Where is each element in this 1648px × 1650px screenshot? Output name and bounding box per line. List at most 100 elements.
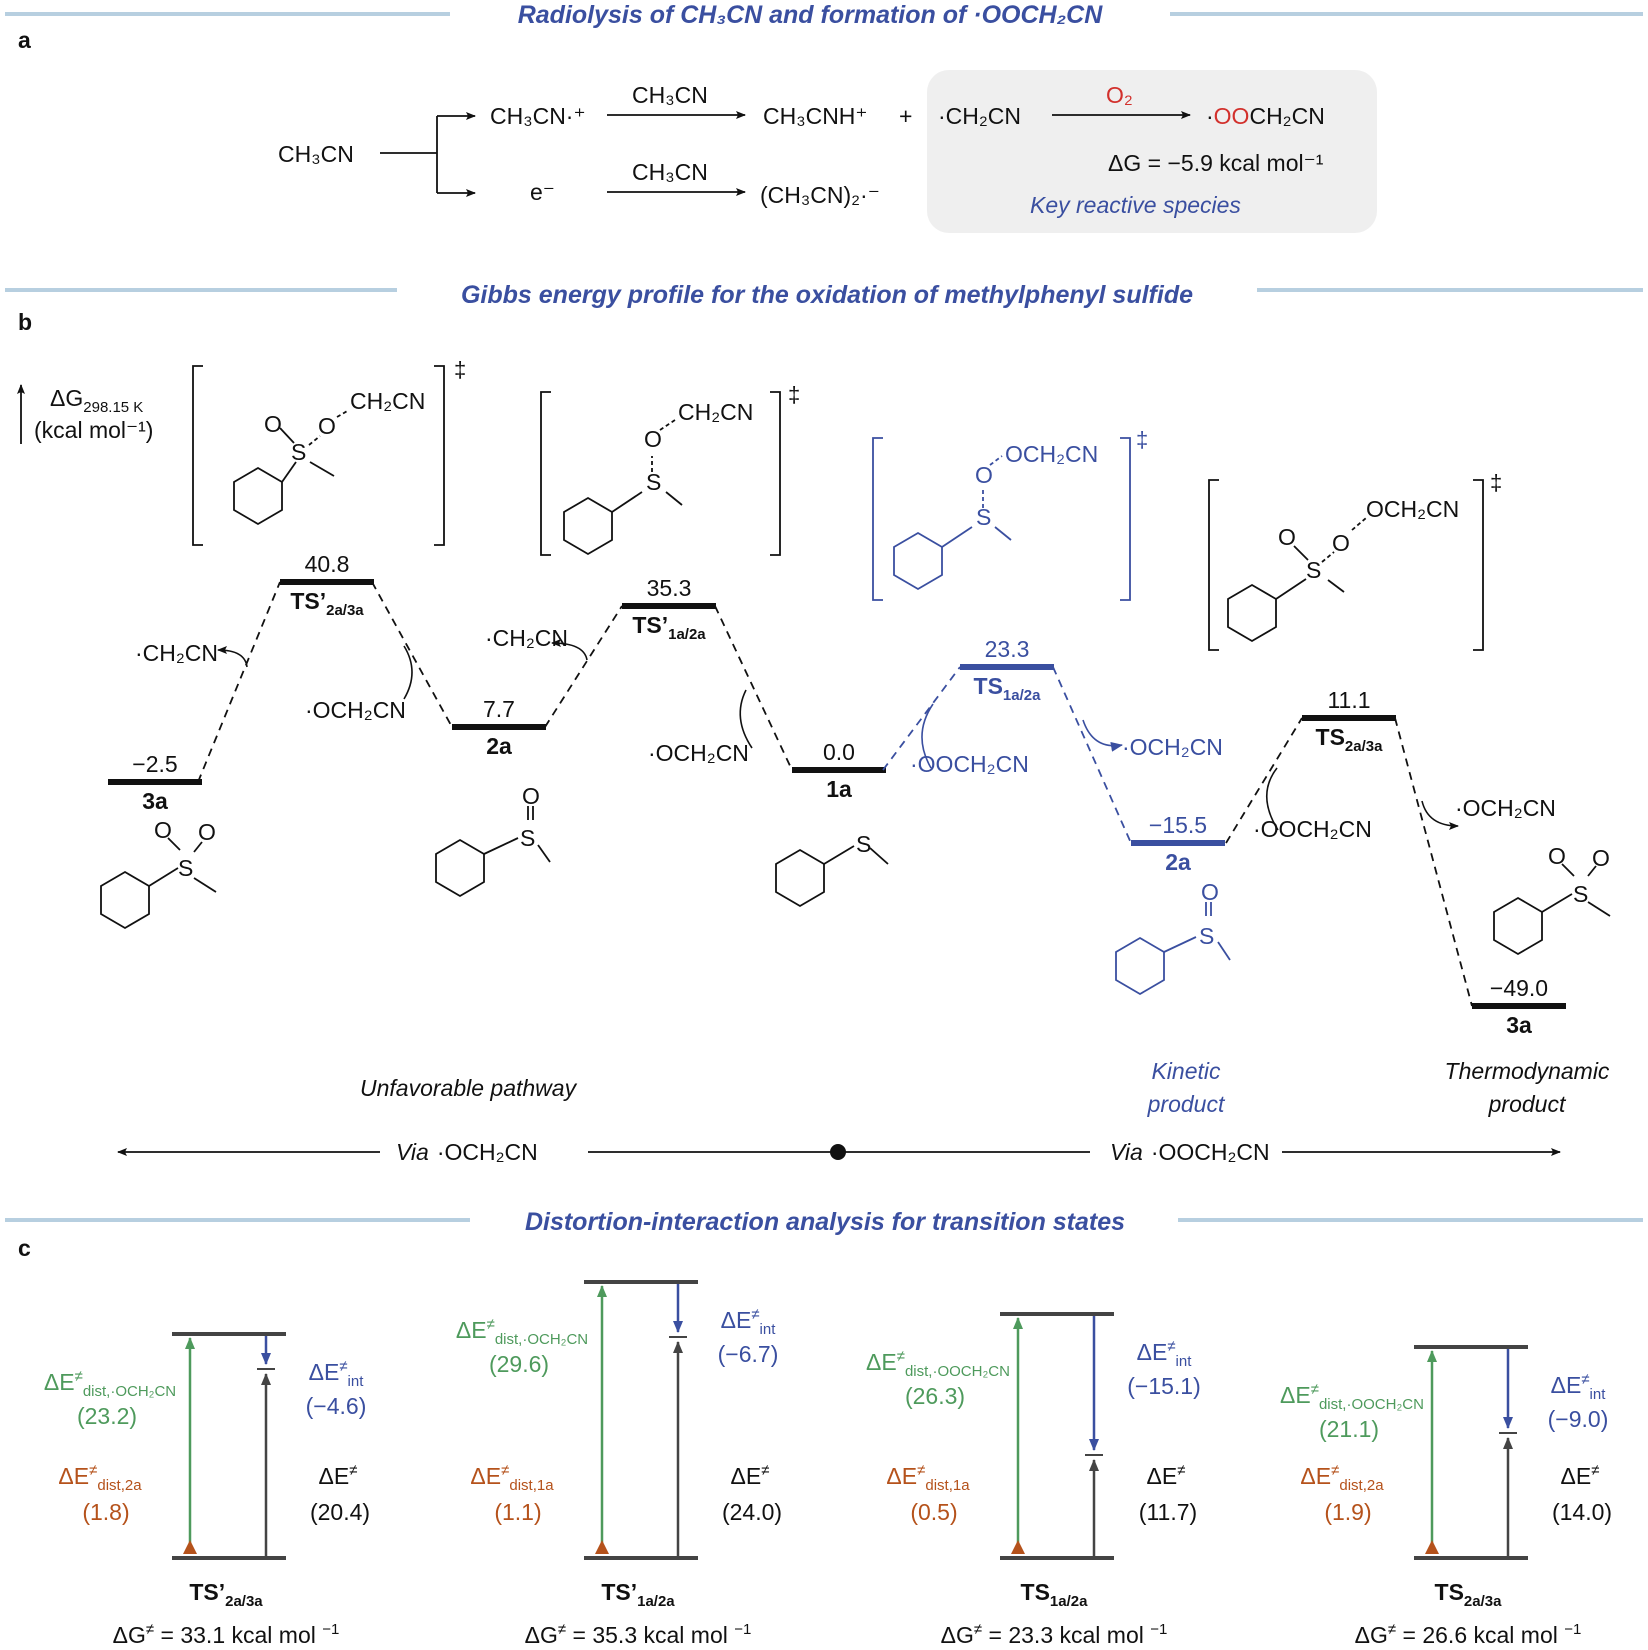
atom-o: O (975, 462, 993, 488)
interaction-label: ΔE≠int (721, 1306, 777, 1338)
bond (989, 455, 1003, 466)
bond (665, 491, 683, 506)
bond (193, 841, 203, 853)
level-value: 40.8 (305, 551, 350, 577)
cyanomethyl-radical-label: ·CH₂CN (938, 103, 1021, 129)
level-name: 2a (1165, 849, 1191, 875)
level-name: TS’2a/3a (290, 588, 364, 619)
ts-dg: ΔG≠ = 33.1 kcal mol −1 (113, 1621, 340, 1648)
level-value: −2.5 (132, 751, 177, 777)
unfavorable-label: Unfavorable pathway (360, 1075, 578, 1101)
kinetic-label-2: product (1147, 1091, 1226, 1117)
level-value: 35.3 (647, 575, 692, 601)
radical-distortion-value: (29.6) (489, 1351, 549, 1377)
ts-dg: ΔG≠ = 26.6 kcal mol −1 (1355, 1621, 1582, 1648)
dagger: ‡ (454, 357, 466, 382)
radical-label: ·OCH₂CN (1122, 734, 1223, 760)
thermo-label: Thermodynamic (1445, 1058, 1610, 1084)
activation-value: (24.0) (722, 1499, 782, 1525)
bond (1327, 579, 1345, 593)
phenyl-ring (563, 496, 613, 556)
level-name: 3a (1506, 1012, 1532, 1038)
via-left-label: Via·OCH₂CN (396, 1139, 538, 1165)
radical-cation-label: CH₃CN·⁺ (490, 103, 586, 129)
bond (309, 461, 335, 477)
level-value: 7.7 (483, 696, 515, 722)
ts-name: TS’1a/2a (601, 1579, 675, 1610)
ts-structure-1 (192, 365, 445, 546)
substrate-distortion-value: (1.8) (82, 1499, 129, 1525)
energy-level-3a_right: −49.0 3a (1472, 975, 1566, 1038)
molecule-sulfide (775, 845, 889, 908)
curved-arrow (551, 639, 588, 661)
bond (483, 837, 519, 855)
ts-name: TS’2a/3a (189, 1579, 263, 1610)
curved-arrow (921, 703, 934, 769)
bond (167, 837, 181, 851)
substrate-distortion-label: ΔE≠dist,2a (58, 1462, 142, 1494)
atom-o: O (198, 819, 216, 845)
interaction-value: (−9.0) (1548, 1406, 1609, 1432)
group-label: CH₂CN (678, 399, 753, 425)
connector (1225, 717, 1303, 844)
bracket-left (1208, 479, 1219, 651)
distortion-column: ΔE≠dist,·OCH₂CN(23.2)ΔE≠int(−4.6)ΔE≠dist… (44, 1332, 370, 1648)
radical-distortion-label: ΔE≠dist,·OOCH₂CN (1280, 1381, 1424, 1413)
bracket-right (1120, 437, 1131, 601)
substrate-distortion-label: ΔE≠dist,1a (886, 1462, 970, 1494)
activation-value: (11.7) (1139, 1499, 1197, 1525)
substrate-distortion-value: (1.9) (1324, 1499, 1371, 1525)
energy-level-1a: 0.01a (792, 739, 886, 802)
key-species-label: Key reactive species (1030, 192, 1241, 218)
atom-o: O (1332, 530, 1350, 556)
radical-label: ·OOCH₂CN (910, 751, 1029, 777)
radical-label: ·CH₂CN (485, 625, 568, 651)
level-name: TS’1a/2a (632, 612, 706, 643)
bond (1321, 551, 1335, 563)
radical-distortion-value: (21.1) (1319, 1416, 1379, 1442)
group-label: OCH₂CN (1366, 496, 1459, 522)
level-name: 2a (486, 733, 512, 759)
energy-level-2a_right: −15.52a (1131, 812, 1225, 875)
atom-o: O (522, 783, 540, 809)
level-value: −49.0 (1490, 975, 1548, 1001)
dimer-anion-label: (CH₃CN)₂·⁻ (760, 182, 880, 208)
atom-o: O (1592, 845, 1610, 871)
substrate-distortion-value: (1.1) (494, 1499, 541, 1525)
panel-a-letter: a (18, 27, 31, 53)
molecule-sulfone-left (100, 837, 217, 930)
molecule-sulfoxide-right (1115, 902, 1231, 996)
level-value: 0.0 (823, 739, 855, 765)
y-axis-unit: (kcal mol⁻¹) (34, 417, 153, 443)
substrate-distortion-label: ΔE≠dist,2a (1300, 1462, 1384, 1494)
connector (1052, 666, 1132, 844)
panel-a-title: Radiolysis of CH₃CN and formation of ·OO… (518, 1, 1103, 29)
curved-arrow (1266, 767, 1279, 831)
protonated-label: CH₃CNH⁺ (763, 103, 868, 129)
bond (994, 526, 1012, 541)
dagger: ‡ (1136, 427, 1148, 452)
interaction-label: ΔE≠int (1551, 1371, 1607, 1403)
atom-s: S (178, 855, 193, 881)
bond (279, 427, 295, 444)
interaction-value: (−15.1) (1127, 1373, 1201, 1399)
energy-level-2a_left: 7.72a (452, 696, 546, 759)
atom-o: O (644, 426, 662, 452)
atom-o: O (1548, 843, 1566, 869)
ts-name: TS2a/3a (1435, 1579, 1503, 1610)
ts-structure-2 (540, 391, 781, 556)
atom-o: O (318, 413, 336, 439)
substrate-distortion-mark (1011, 1540, 1025, 1554)
radical-label: ·OCH₂CN (648, 740, 749, 766)
activation-label: ΔE≠ (1147, 1462, 1186, 1489)
radical-label: ·OCH₂CN (305, 697, 406, 723)
phenyl-ring (1493, 896, 1543, 956)
panel-b-title: Gibbs energy profile for the oxidation o… (461, 281, 1193, 309)
lower-reagent-label: CH₃CN (632, 159, 708, 185)
bracket-left (540, 391, 551, 556)
activation-label: ΔE≠ (731, 1462, 770, 1489)
ts-dg: ΔG≠ = 35.3 kcal mol −1 (525, 1621, 752, 1648)
bracket-right (434, 365, 445, 546)
